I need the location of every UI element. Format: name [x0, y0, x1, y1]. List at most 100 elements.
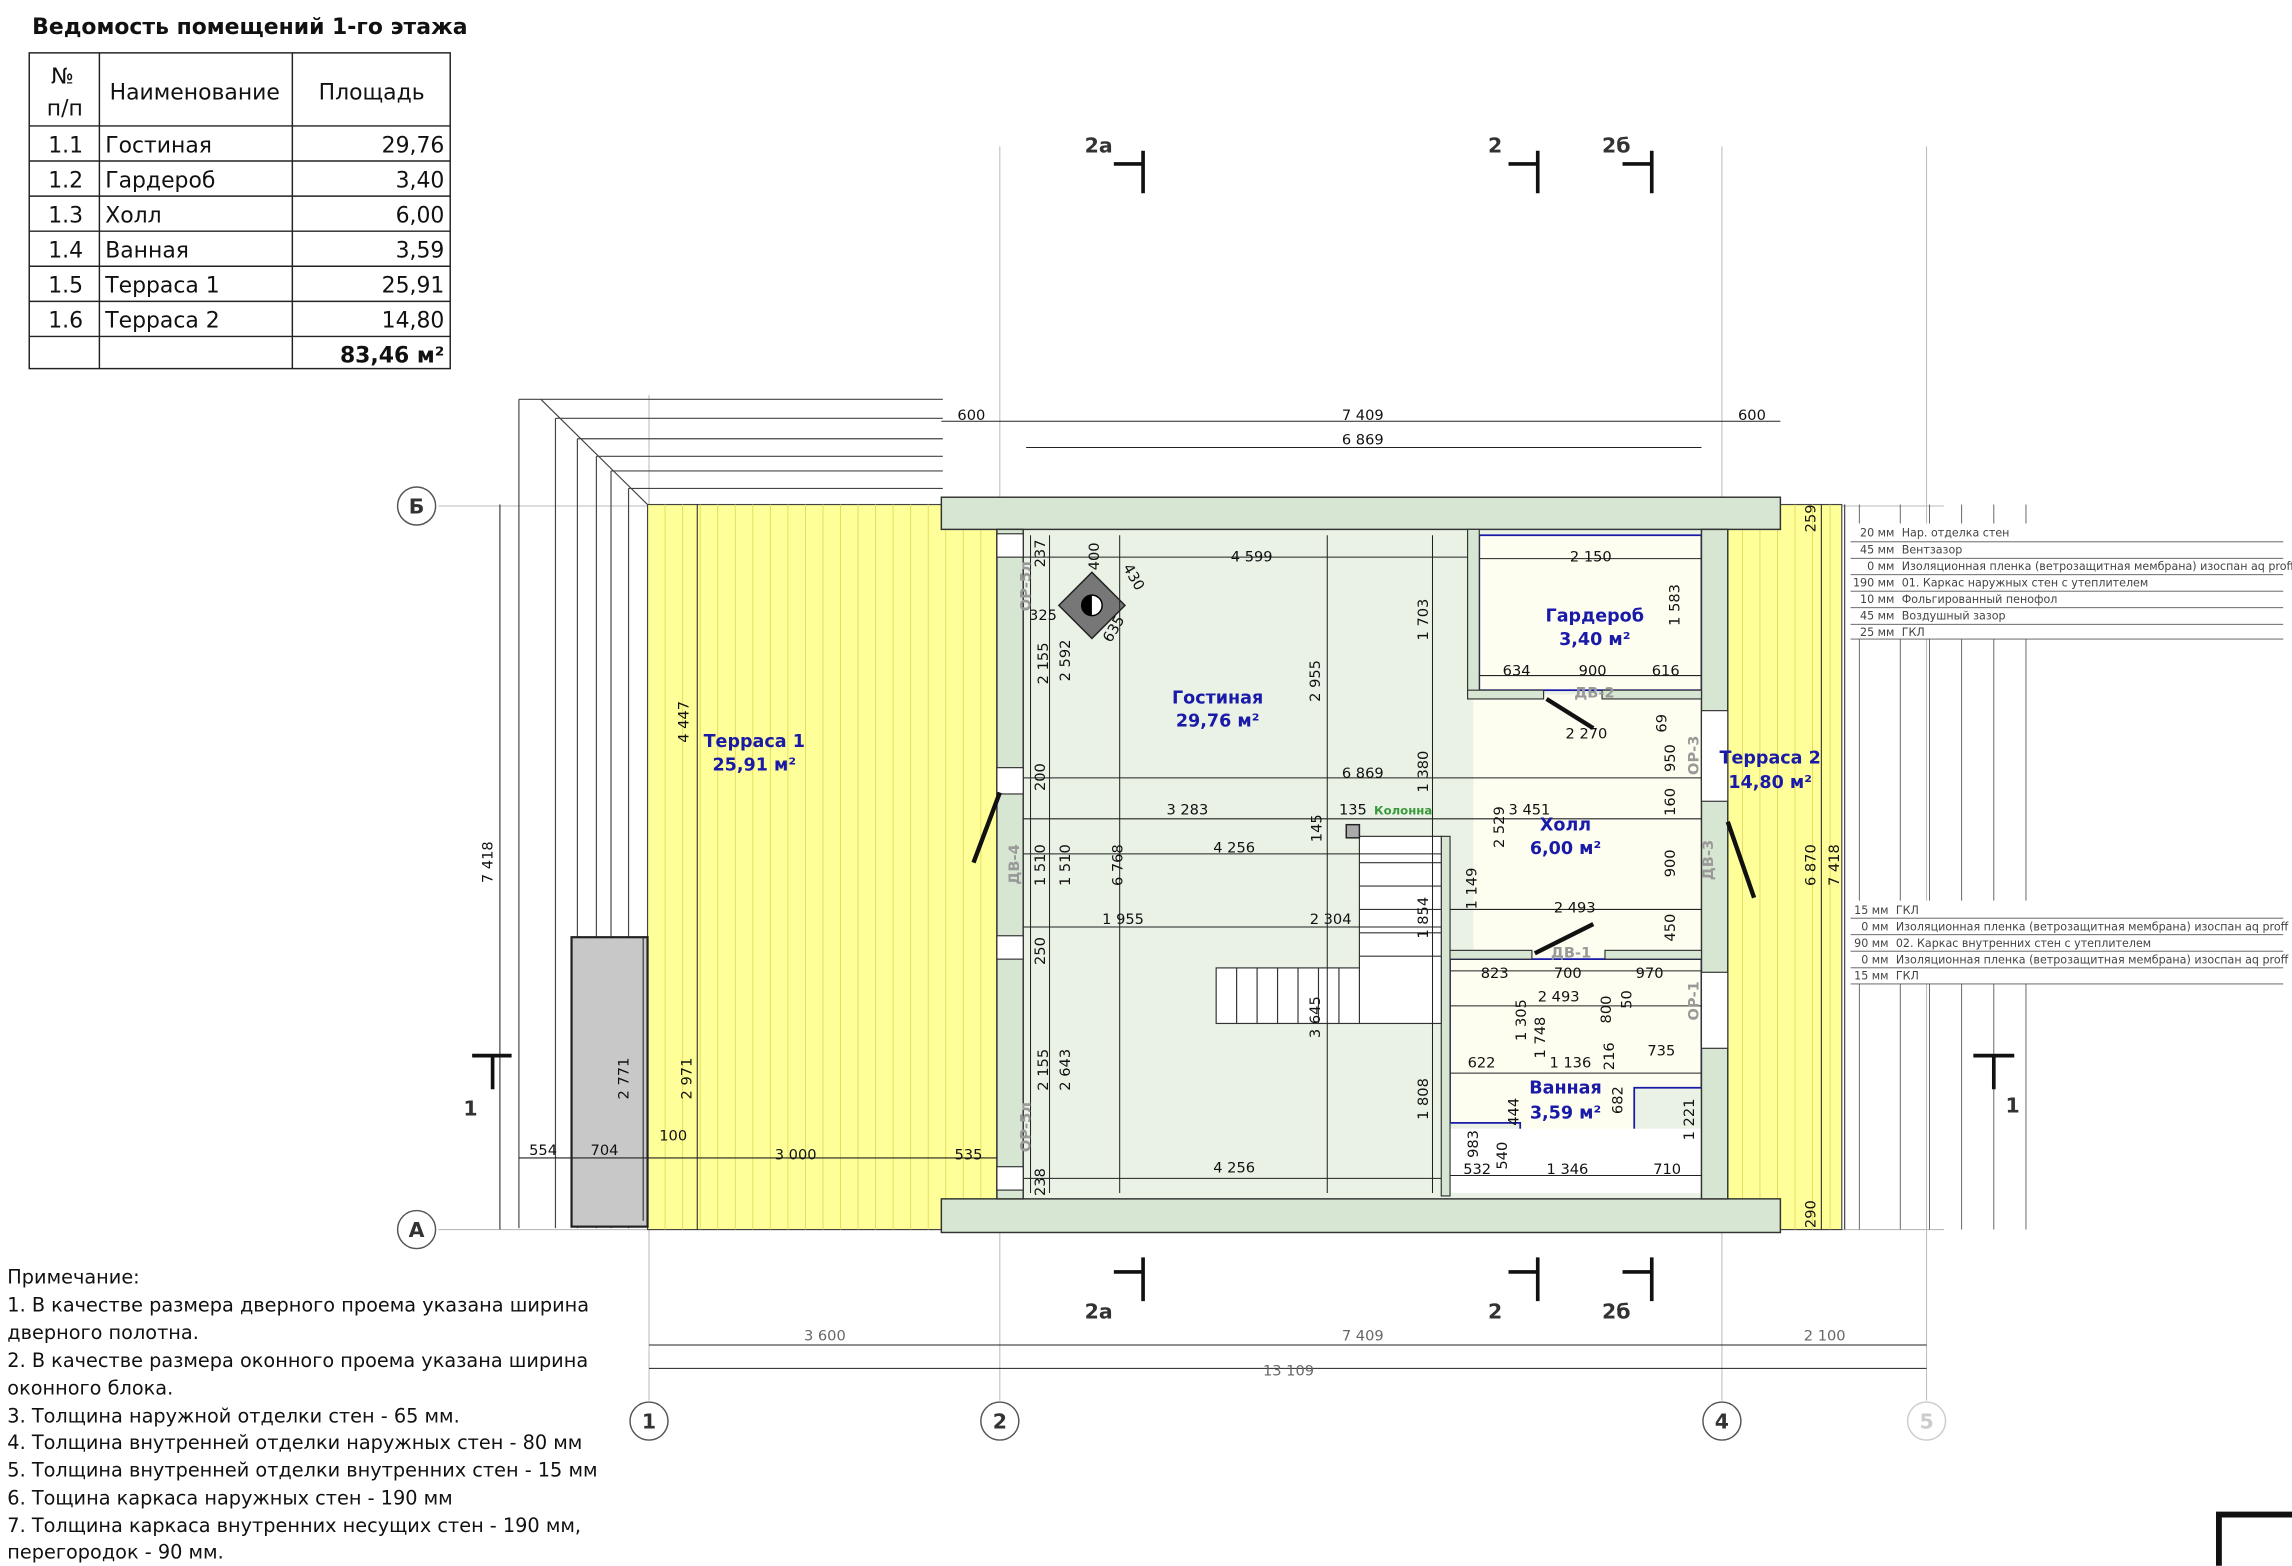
svg-text:1.3: 1.3	[48, 203, 83, 228]
svg-text:682: 682	[1610, 1086, 1627, 1114]
svg-text:14,80: 14,80	[382, 309, 445, 334]
svg-text:Изоляционная пленка (ветрозащи: Изоляционная пленка (ветрозащитная мембр…	[1902, 560, 2292, 573]
svg-text:100: 100	[659, 1127, 687, 1144]
svg-text:ДВ-2: ДВ-2	[1574, 684, 1614, 701]
svg-text:14,80 м²: 14,80 м²	[1728, 773, 1812, 793]
svg-text:400: 400	[1086, 542, 1103, 570]
svg-text:дверного полотна.: дверного полотна.	[7, 1321, 199, 1344]
room-terrace-1: Терраса 125,91 м²	[704, 732, 805, 775]
svg-text:ГКЛ: ГКЛ	[1902, 626, 1925, 639]
svg-text:ГКЛ: ГКЛ	[1896, 904, 1919, 917]
svg-text:135: 135	[1339, 801, 1367, 818]
svg-text:0 мм: 0 мм	[1861, 953, 1888, 966]
svg-text:3 000: 3 000	[775, 1146, 817, 1163]
svg-text:2б: 2б	[1602, 133, 1631, 157]
table-row: 1.5 Терраса 1 25,91	[48, 274, 444, 299]
header-name: Наименование	[110, 81, 280, 106]
svg-text:Вентзазор: Вентзазор	[1902, 544, 1963, 557]
wardrobe-floor	[1478, 534, 1703, 692]
header-area: Площадь	[319, 81, 425, 106]
svg-text:634: 634	[1503, 663, 1531, 680]
svg-text:735: 735	[1647, 1043, 1675, 1060]
svg-text:Воздушный зазор: Воздушный зазор	[1902, 609, 2006, 622]
svg-text:ДВ-1: ДВ-1	[1551, 945, 1591, 962]
svg-text:Гостиная: Гостиная	[105, 133, 212, 158]
svg-text:1 346: 1 346	[1547, 1161, 1589, 1178]
svg-text:1 854: 1 854	[1415, 897, 1432, 939]
svg-text:3 600: 3 600	[804, 1328, 846, 1345]
dimension-lines	[499, 420, 1927, 1369]
svg-text:900: 900	[1662, 849, 1679, 877]
room-terrace-2: Терраса 214,80 м²	[1720, 748, 1821, 793]
section-markers	[472, 150, 2015, 1302]
svg-text:02. Каркас внутренних стен с у: 02. Каркас внутренних стен с утеплителем	[1896, 937, 2151, 950]
svg-text:Холл: Холл	[105, 203, 161, 228]
svg-text:6 870: 6 870	[1802, 844, 1819, 886]
svg-text:6. Тощина каркаса наружных сте: 6. Тощина каркаса наружных стен - 190 мм	[7, 1486, 452, 1509]
svg-text:216: 216	[1601, 1042, 1618, 1070]
fireplace	[1057, 571, 1127, 640]
svg-text:2 771: 2 771	[616, 1058, 633, 1100]
svg-text:970: 970	[1636, 965, 1664, 982]
axis-marker-2: 2	[980, 1401, 1020, 1441]
svg-text:983: 983	[1465, 1130, 1482, 1158]
svg-text:25,91: 25,91	[382, 274, 445, 299]
svg-text:01. Каркас наружных стен с уте: 01. Каркас наружных стен с утеплителем	[1902, 576, 2149, 589]
svg-text:5: 5	[1919, 1409, 1933, 1433]
svg-text:ОР-5л: ОР-5л	[1018, 1102, 1035, 1152]
svg-text:Ванная: Ванная	[105, 239, 189, 264]
svg-text:1 305: 1 305	[1513, 999, 1530, 1041]
svg-text:2 270: 2 270	[1566, 725, 1608, 742]
svg-text:Гостиная: Гостиная	[1172, 688, 1263, 708]
svg-text:4 256: 4 256	[1213, 1160, 1255, 1177]
axis-marker-b: Б	[396, 486, 437, 526]
staircase	[1215, 835, 1442, 1025]
svg-text:1: 1	[2006, 1094, 2020, 1118]
svg-text:2 155: 2 155	[1035, 1049, 1052, 1091]
svg-text:1 955: 1 955	[1102, 911, 1144, 928]
svg-text:535: 535	[955, 1146, 983, 1163]
svg-text:1.5: 1.5	[48, 274, 83, 299]
svg-text:0 мм: 0 мм	[1861, 920, 1888, 933]
svg-text:15 мм: 15 мм	[1854, 904, 1888, 917]
svg-text:2 971: 2 971	[678, 1058, 695, 1100]
svg-text:13 109: 13 109	[1263, 1363, 1314, 1380]
svg-text:Нар. отделка стен: Нар. отделка стен	[1902, 527, 2010, 540]
svg-text:1: 1	[642, 1409, 656, 1433]
svg-text:450: 450	[1662, 914, 1679, 942]
svg-text:2: 2	[1488, 1300, 1502, 1324]
svg-text:15 мм: 15 мм	[1854, 970, 1888, 983]
svg-text:600: 600	[1738, 407, 1766, 424]
svg-text:3 451: 3 451	[1509, 801, 1551, 818]
section-labels: 2а 2 2б 2а 2 2б 1 1	[463, 133, 2019, 1323]
svg-text:Б: Б	[409, 494, 425, 518]
svg-text:2а: 2а	[1085, 133, 1113, 157]
inner-wall-legend: 15 мм ГКЛ 0 мм Изоляционная пленка (ветроз…	[1850, 900, 2289, 985]
svg-text:250: 250	[1032, 937, 1049, 965]
svg-text:4: 4	[1715, 1409, 1729, 1433]
svg-text:69: 69	[1653, 714, 1670, 733]
svg-text:А: А	[409, 1218, 425, 1242]
svg-text:1 380: 1 380	[1415, 751, 1432, 793]
svg-text:6,00: 6,00	[396, 203, 445, 228]
terrace-1-boards	[664, 504, 982, 1230]
svg-text:2 529: 2 529	[1491, 806, 1508, 848]
svg-text:Терраса 1: Терраса 1	[104, 274, 219, 299]
svg-text:1 510: 1 510	[1057, 844, 1074, 886]
svg-text:2 592: 2 592	[1057, 640, 1074, 682]
svg-text:ОР-1: ОР-1	[1686, 981, 1703, 1020]
svg-text:622: 622	[1468, 1054, 1496, 1071]
svg-text:600: 600	[957, 407, 985, 424]
terrace-bench	[570, 936, 649, 1228]
svg-text:Изоляционная пленка (ветрозащи: Изоляционная пленка (ветрозащитная мембр…	[1896, 920, 2289, 933]
svg-text:перегородок - 90 мм.: перегородок - 90 мм.	[7, 1540, 223, 1563]
svg-text:710: 710	[1653, 1161, 1681, 1178]
svg-text:6 869: 6 869	[1342, 432, 1384, 449]
svg-text:Холл: Холл	[1540, 816, 1591, 836]
svg-text:950: 950	[1662, 744, 1679, 772]
svg-text:3 645: 3 645	[1307, 996, 1324, 1038]
